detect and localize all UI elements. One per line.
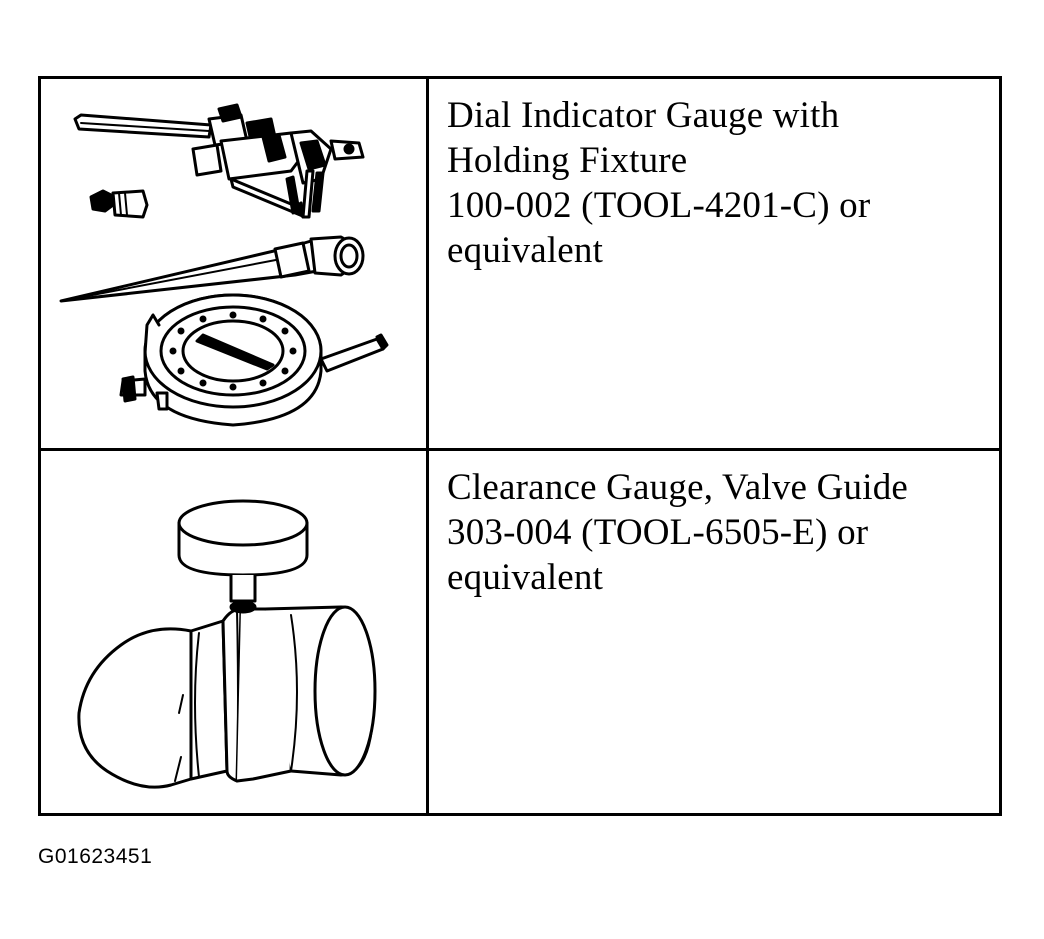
tool-equivalent-line: equivalent: [447, 230, 604, 271]
special-tools-table: Dial Indicator Gauge with Holding Fixtur…: [38, 76, 1002, 816]
tool-equivalent-line: equivalent: [447, 557, 604, 598]
tool-row-dial-indicator: Dial Indicator Gauge with Holding Fixtur…: [41, 79, 999, 451]
figure-id: G01623451: [38, 845, 153, 868]
column-divider: [426, 79, 429, 448]
tool-name-line: Clearance Gauge, Valve Guide: [447, 467, 909, 508]
dial-indicator-gauge-icon: [41, 79, 426, 448]
valve-guide-clearance-gauge-icon: [41, 451, 426, 813]
tool-description-valve-guide-gauge: Clearance Gauge, Valve Guide 303-004 (TO…: [447, 465, 987, 600]
tool-name-line: Dial Indicator Gauge with: [447, 95, 840, 136]
tool-number-line: 303-004 (TOOL-6505-E) or: [447, 512, 869, 553]
tool-name-line: Holding Fixture: [447, 140, 688, 181]
tool-number-line: 100-002 (TOOL-4201-C) or: [447, 185, 871, 226]
tool-row-valve-guide-gauge: Clearance Gauge, Valve Guide 303-004 (TO…: [41, 451, 999, 813]
column-divider: [426, 451, 429, 813]
tool-description-dial-indicator: Dial Indicator Gauge with Holding Fixtur…: [447, 93, 987, 273]
